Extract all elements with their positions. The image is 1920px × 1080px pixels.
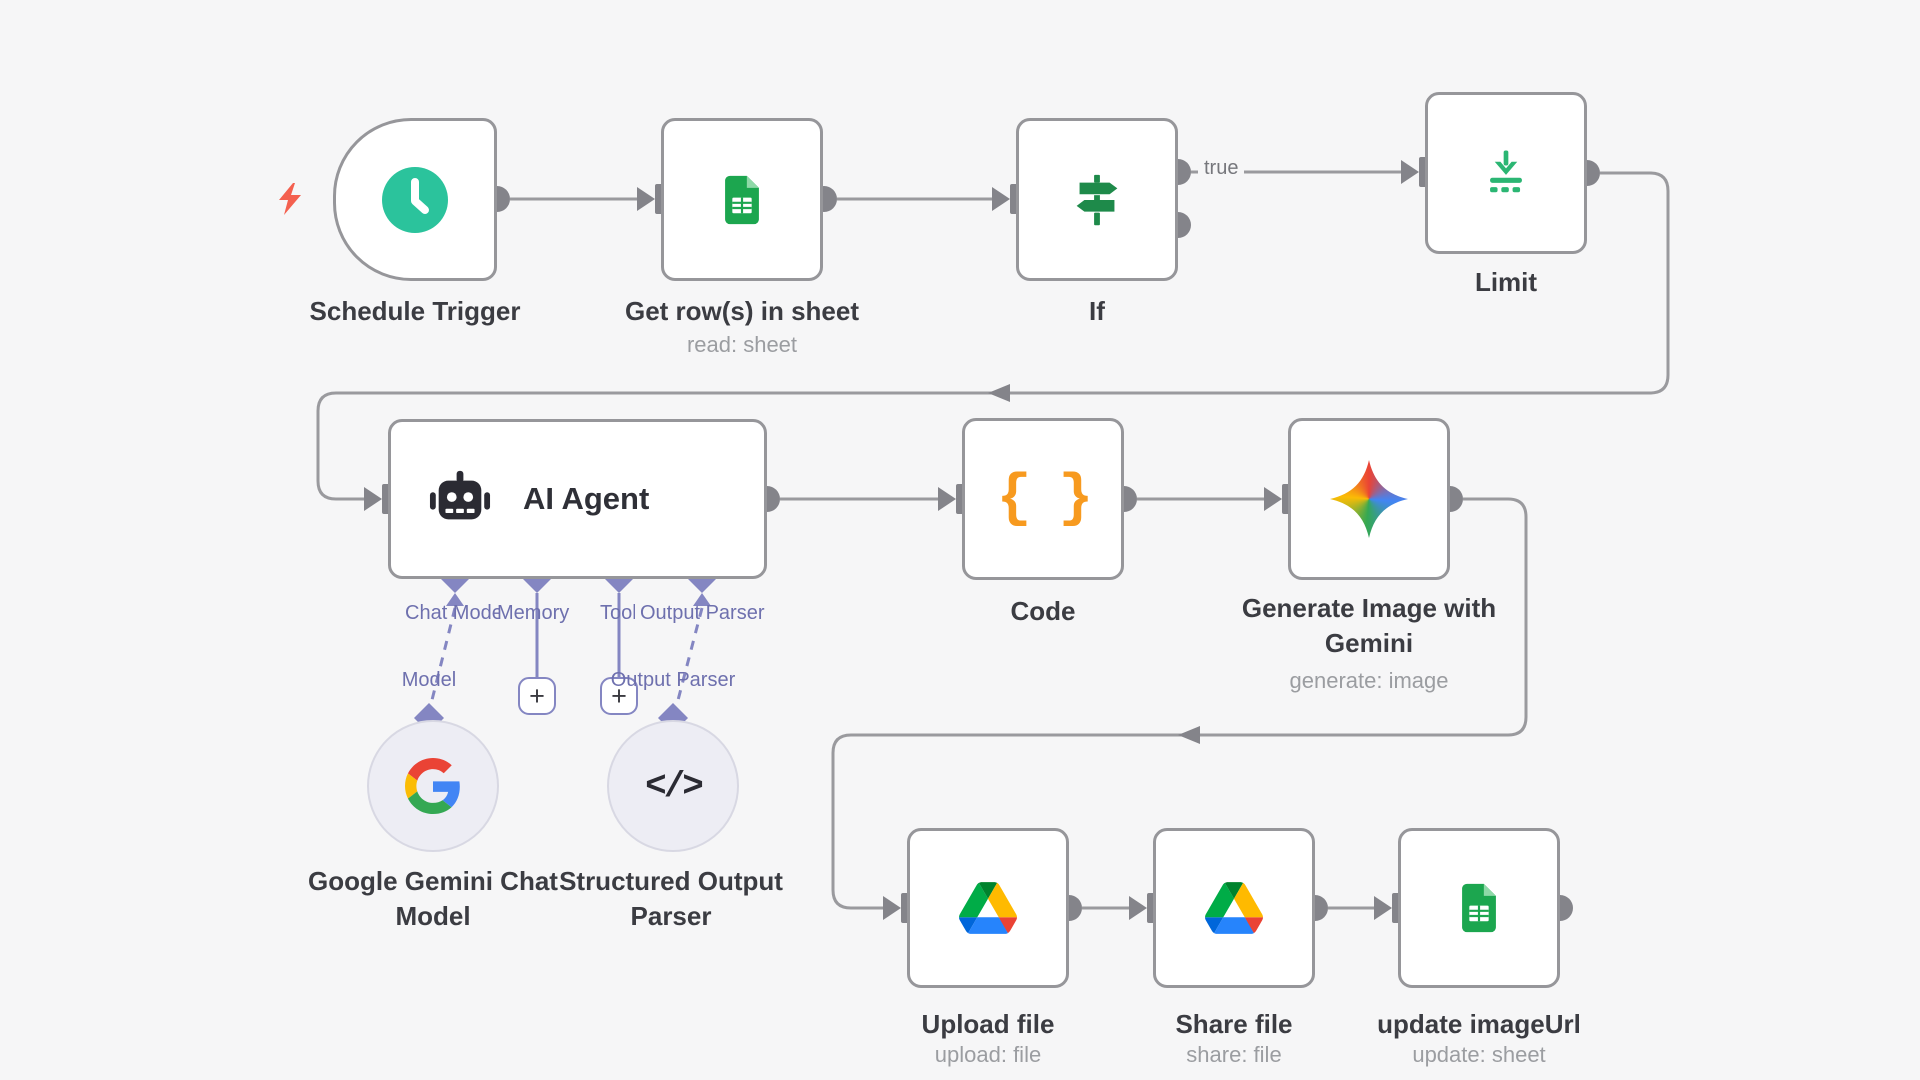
- node-subtitle-share-file: share: file: [1186, 1042, 1282, 1067]
- node-subtitle-update-imageurl: update: sheet: [1412, 1042, 1546, 1067]
- node-code[interactable]: { }: [962, 418, 1124, 580]
- input-port-if[interactable]: [992, 187, 1010, 211]
- node-generate-image[interactable]: [1288, 418, 1450, 580]
- signpost-icon: [1076, 174, 1118, 225]
- input-port-upload-file[interactable]: [883, 896, 901, 920]
- limit-icon: [1490, 150, 1522, 193]
- node-label-share-file: Share file: [1175, 1009, 1293, 1039]
- node-label-upload-file: Upload file: [921, 1009, 1055, 1039]
- input-port-limit[interactable]: [1401, 160, 1419, 184]
- clock-icon: [382, 166, 448, 233]
- node-subtitle-generate-image: generate: image: [1289, 668, 1449, 693]
- google-drive-icon: [1205, 882, 1263, 934]
- subnode-port-label-model: Model: [401, 669, 457, 691]
- input-port-ai-agent[interactable]: [364, 487, 382, 511]
- agent-port-label-chat-model: Chat Model: [405, 602, 500, 624]
- edge-arrow-left-top: [988, 384, 1010, 402]
- node-upload-file[interactable]: [907, 828, 1069, 988]
- node-subtitle-upload-file: upload: file: [934, 1042, 1042, 1067]
- node-gemini-chat-model[interactable]: [367, 720, 499, 852]
- node-label-structured-output-parser: Structured Output Parser: [559, 866, 783, 931]
- robot-icon: [429, 470, 491, 520]
- node-label-if: If: [1089, 296, 1105, 326]
- add-tool-button[interactable]: +: [600, 677, 638, 715]
- subnode-port-label-output-parser: Output Parser: [610, 669, 736, 691]
- edge-label-true: true: [1198, 157, 1245, 180]
- input-port-code[interactable]: [938, 487, 956, 511]
- node-subtitle-get-rows: read: sheet: [686, 332, 798, 357]
- ai-agent-title: AI Agent: [523, 481, 650, 516]
- node-label-code: Code: [1010, 596, 1076, 626]
- node-structured-output-parser[interactable]: </>: [607, 720, 739, 852]
- node-if[interactable]: [1016, 118, 1178, 281]
- node-get-rows[interactable]: [661, 118, 823, 281]
- code-angle-icon: </>: [645, 765, 704, 807]
- node-label-get-rows: Get row(s) in sheet: [624, 296, 860, 326]
- node-share-file[interactable]: [1153, 828, 1315, 988]
- trigger-bolt-icon: [279, 183, 301, 215]
- code-braces-icon: { }: [996, 466, 1093, 532]
- plus-icon: +: [529, 680, 545, 711]
- input-port-share-file[interactable]: [1129, 896, 1147, 920]
- plus-icon: +: [611, 680, 627, 711]
- output-parser-arrow: [693, 593, 711, 606]
- node-label-generate-image: Generate Image with Gemini: [1241, 593, 1497, 658]
- input-port-update-imageurl[interactable]: [1374, 896, 1392, 920]
- node-label-schedule-trigger: Schedule Trigger: [309, 296, 521, 326]
- add-memory-button[interactable]: +: [518, 677, 556, 715]
- agent-port-label-tool: Tool: [600, 602, 635, 624]
- google-g-icon: [405, 758, 460, 814]
- chat-model-arrow: [446, 593, 464, 606]
- google-sheets-icon: [1462, 883, 1496, 933]
- node-limit[interactable]: [1425, 92, 1587, 254]
- edge-arrow-left-bottom: [1178, 726, 1200, 744]
- google-drive-icon: [959, 882, 1017, 934]
- agent-port-label-memory: Memory: [497, 602, 570, 624]
- agent-port-label-output-parser: Output Parser: [640, 602, 765, 624]
- node-update-imageurl[interactable]: [1398, 828, 1560, 988]
- input-port-get-rows[interactable]: [637, 187, 655, 211]
- node-schedule-trigger[interactable]: [333, 118, 497, 281]
- node-label-update-imageurl: update imageUrl: [1377, 1009, 1581, 1039]
- node-label-limit: Limit: [1474, 267, 1538, 297]
- input-port-generate-image[interactable]: [1264, 487, 1282, 511]
- gemini-star-icon: [1330, 460, 1408, 538]
- node-ai-agent[interactable]: AI Agent: [388, 419, 767, 579]
- google-sheets-icon: [725, 175, 759, 224]
- node-label-gemini-chat-model: Google Gemini Chat Model: [308, 866, 558, 931]
